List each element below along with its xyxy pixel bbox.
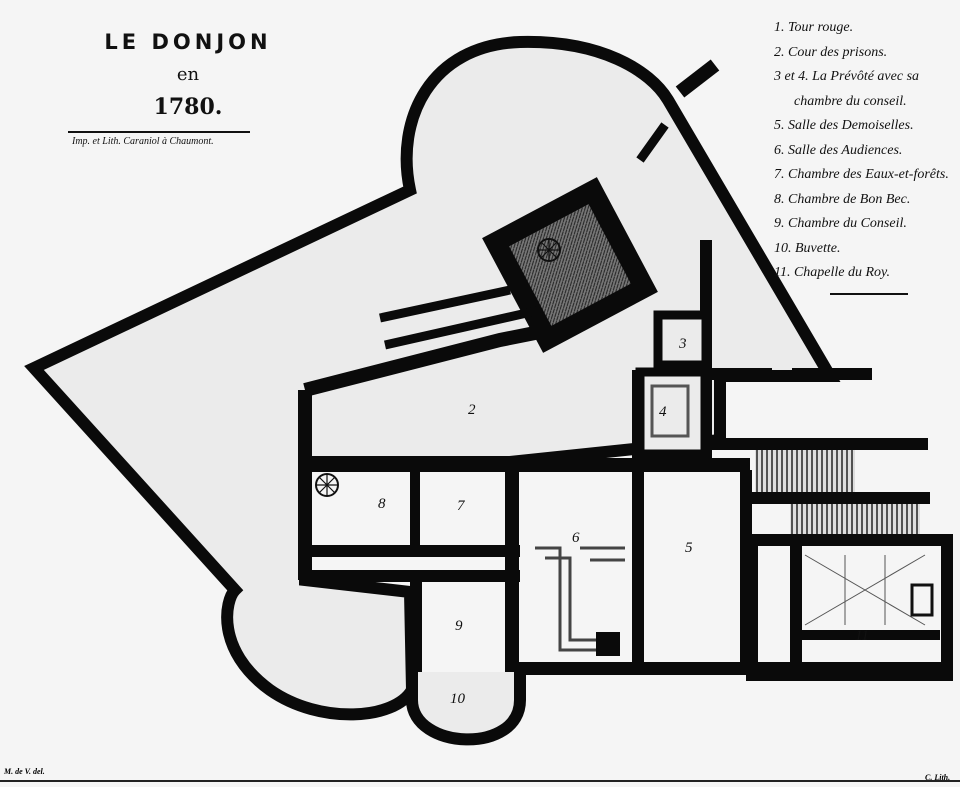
room-label-4: 4	[659, 404, 667, 420]
legend-item: chambre du conseil.	[794, 93, 907, 109]
buvette-apse	[406, 672, 526, 746]
legend-item: 5. Salle des Demoiselles.	[774, 118, 914, 133]
legend-item: 7. Chambre des Eaux-et-forêts.	[774, 167, 949, 182]
draughtsman-credit: M. de V. del.	[4, 767, 45, 776]
legend: 1. Tour rouge. 2. Cour des prisons. 3 et…	[774, 16, 949, 286]
legend-item: 8. Chambre de Bon Bec.	[774, 191, 911, 207]
wheel-icon	[315, 473, 339, 497]
divider	[68, 131, 250, 133]
room-label-3: 3	[678, 336, 687, 352]
right-wing	[712, 368, 953, 681]
legend-item: 6. Salle des Audiences.	[774, 142, 903, 158]
room-label-7: 7	[457, 498, 466, 514]
plan-year: 1780.	[153, 94, 223, 120]
legend-item: 3 et 4. La Prévôté avec sa	[774, 69, 920, 84]
divider	[830, 293, 908, 295]
prevote-rooms	[635, 310, 711, 459]
room-label-6: 6	[572, 530, 580, 546]
room-label-8: 8	[378, 496, 386, 512]
staircase	[755, 450, 855, 492]
altar	[910, 583, 934, 617]
plan-title: LE DONJON	[104, 30, 272, 54]
room-label-2: 2	[468, 402, 476, 418]
room-label-10: 10	[450, 691, 466, 707]
border-line	[0, 780, 960, 782]
gallery-wall	[379, 122, 669, 350]
legend-item: 9. Chambre du Conseil.	[774, 216, 907, 231]
imprint: Imp. et Lith. Caraniol à Chaumont.	[72, 136, 214, 147]
lithographer-credit: C. Lith.	[925, 773, 951, 782]
room-label-9: 9	[455, 618, 463, 634]
wheel-icon	[537, 238, 561, 262]
legend-item: 11. Chapelle du Roy.	[774, 265, 890, 280]
court-wall	[303, 325, 542, 397]
legend-item: 1. Tour rouge.	[774, 20, 854, 35]
legend-item: 10. Buvette.	[774, 240, 841, 256]
room-label-5: 5	[685, 540, 693, 556]
wall-segment	[675, 59, 720, 98]
room-label-11: 11	[855, 628, 869, 644]
plan-title-en: en	[176, 64, 200, 85]
audience-benches	[535, 546, 625, 656]
legend-item: 2. Cour des prisons.	[774, 44, 888, 60]
